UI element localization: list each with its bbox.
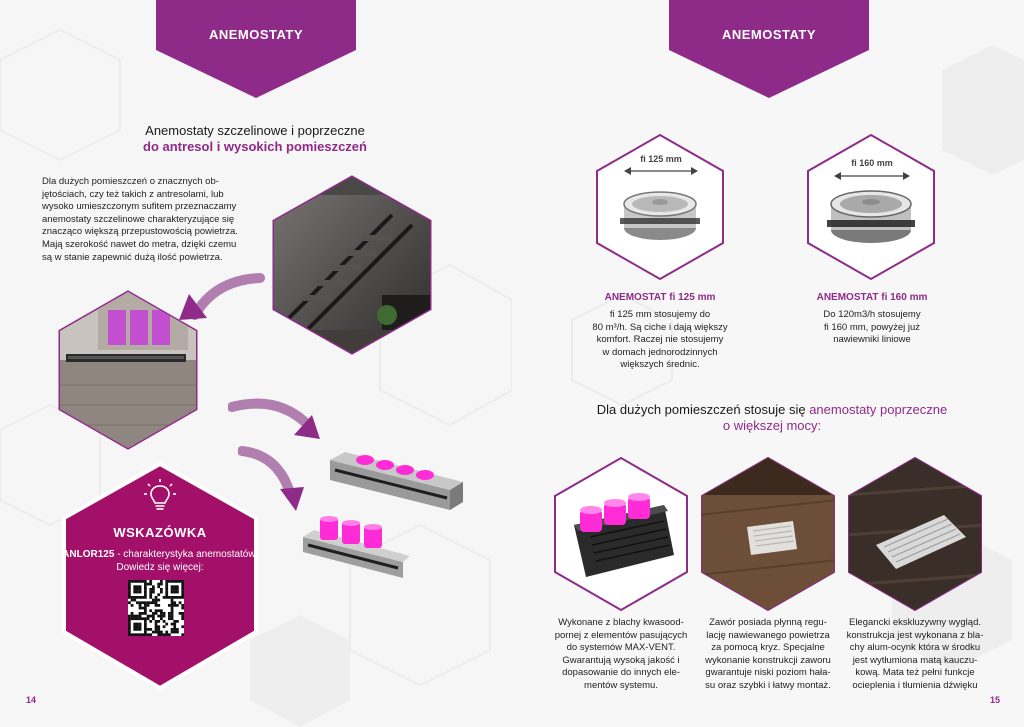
lightbulb-icon xyxy=(144,479,176,510)
right-heading: Dla dużych pomieszczeń stosuje się anemo… xyxy=(582,402,962,434)
right-page: ANEMOSTATY fi 125 mm fi 160 mm xyxy=(512,0,1024,727)
column-2-line: lację nawiewanego powietrza xyxy=(706,629,830,641)
column-3-line: konstrukcja jest wykonana z bla- xyxy=(846,629,984,641)
tip-text: ANLOR125 - charakterystyka anemostatów. … xyxy=(60,548,260,574)
column-2-line: gwarantuje niski poziom hała- xyxy=(705,667,831,678)
curved-arrow-icon xyxy=(179,273,265,320)
right-banner-title: ANEMOSTATY xyxy=(721,27,817,42)
product-title-125: ANEMOSTAT fi 125 mm xyxy=(604,292,716,303)
left-body-text: Dla dużych pomieszczeń o znacznych ob-ję… xyxy=(42,176,277,264)
left-body-line: Dla dużych pomieszczeń o znacznych ob- xyxy=(42,176,219,187)
column-1-line: do systemów MAX-VENT. xyxy=(566,642,676,653)
wall-slot-diffuser-photo xyxy=(58,290,198,450)
page-number-right: 15 xyxy=(989,695,1000,705)
ceiling-valve-photo xyxy=(701,456,835,612)
tip-description: - charakterystyka anemostatów. Dowiedz s… xyxy=(114,549,258,573)
left-body-line: anemostaty szczelinowe charakteryzujące … xyxy=(42,213,235,225)
slot-diffuser-product xyxy=(303,516,410,578)
page-number-left: 14 xyxy=(26,695,37,705)
column-3-line: chy alum-ocynk która w środku xyxy=(849,642,981,653)
curved-arrow-icon xyxy=(228,398,320,439)
left-page: ANEMOSTATY Anemostaty szczelinowe i popr… xyxy=(0,0,512,705)
product-title-160: ANEMOSTAT fi 160 mm xyxy=(816,292,928,303)
left-banner-shape xyxy=(156,0,356,98)
tip-title: WSKAZÓWKA xyxy=(113,525,207,540)
column-2-line: Zawór posiada płynną regu- xyxy=(709,617,827,628)
column-2-line: za pomocą kryz. Specjalne xyxy=(711,642,825,653)
left-body-line: wysoko umieszczonym sufitem przeznaczamy xyxy=(42,201,237,213)
right-heading-accent: anemostaty poprzeczne xyxy=(809,402,948,417)
anemostat-160-photo xyxy=(807,133,935,281)
left-heading-line2: do antresol i wysokich pomieszczeń xyxy=(143,139,367,154)
column-desc-2: Zawór posiada płynną regu-lację nawiewan… xyxy=(698,617,838,692)
product-160-line: Do 120m3/h stosujemy xyxy=(823,309,921,320)
column-1-line: Gwarantują wysoką jakość i xyxy=(562,654,680,666)
dimension-arrow-icon xyxy=(624,167,698,175)
column-2-line: su oraz szybki i łatwy montaż. xyxy=(705,679,831,691)
slot-diffuser-product xyxy=(330,452,463,510)
product-125-line: w domach jednorodzinnych xyxy=(602,346,718,358)
product-125-line: fi 125 mm stosujemy do xyxy=(609,309,711,320)
column-desc-1: Wykonane z blachy kwasood-pornej z eleme… xyxy=(548,617,694,692)
column-1-line: Wykonane z blachy kwasood- xyxy=(558,617,684,628)
product-125-line: 80 m³/h. Są ciche i dają większy xyxy=(592,321,728,333)
column-3-line: ocieplenia i tłumienia dźwięku xyxy=(852,679,978,691)
left-banner-title: ANEMOSTATY xyxy=(208,27,304,42)
column-3-line: Elegancki ekskluzywny wygląd. xyxy=(848,617,981,628)
column-2-line: wykonanie konstrukcji zaworu xyxy=(705,654,831,666)
right-heading-line2: o większej mocy: xyxy=(722,418,822,433)
left-heading: Anemostaty szczelinowe i poprzeczne do a… xyxy=(100,123,410,155)
left-heading-line1: Anemostaty szczelinowe i poprzeczne xyxy=(145,123,365,138)
right-heading-line1: Dla dużych pomieszczeń stosuje się anemo… xyxy=(582,402,962,418)
right-banner-shape xyxy=(669,0,869,98)
column-desc-3: Elegancki ekskluzywny wygląd.konstrukcja… xyxy=(840,617,990,692)
left-body-line: znacząco większą przepustowością powietr… xyxy=(42,226,238,238)
column-1-line: dopasowanie do innych ele- xyxy=(562,667,680,678)
ceiling-grille-photo xyxy=(848,456,982,612)
column-3-line: kową. Mata też pełni funkcje xyxy=(855,667,975,678)
left-body-line: Mają szerokość nawet do metra, dzięki cz… xyxy=(42,238,237,250)
product-125-line: komfort. Raczej nie stosujemy xyxy=(596,334,724,345)
background-hex-pattern xyxy=(0,28,512,687)
column-1-line: pornej z elementów pasujących xyxy=(554,629,688,641)
column-1-line: mentów systemu. xyxy=(584,679,658,691)
dimension-label-160: fi 160 mm xyxy=(851,158,893,168)
product-125-line: większych średnic. xyxy=(620,359,700,370)
product-160-line: nawiewniki liniowe xyxy=(833,334,911,345)
right-heading-plain: Dla dużych pomieszczeń stosuje się xyxy=(596,402,810,417)
tip-product-code: ANLOR125 xyxy=(62,549,115,560)
transverse-diffuser-photo xyxy=(554,456,688,612)
qr-code[interactable] xyxy=(128,580,184,636)
dimension-arrow-icon xyxy=(834,172,910,180)
product-160-line: fi 160 mm, powyżej już xyxy=(823,321,921,333)
curved-arrow-icon xyxy=(238,446,304,511)
column-3-line: jest wytłumiona matą kauczu- xyxy=(852,654,978,666)
left-body-line: jętościach, czy też takich z antresolami… xyxy=(42,188,224,200)
staircase-photo xyxy=(272,175,432,355)
dimension-label-125: fi 125 mm xyxy=(640,154,682,164)
tip-hexagon xyxy=(62,461,258,691)
left-body-line: są w stanie zapewnić dużą ilość powietrz… xyxy=(42,251,223,263)
